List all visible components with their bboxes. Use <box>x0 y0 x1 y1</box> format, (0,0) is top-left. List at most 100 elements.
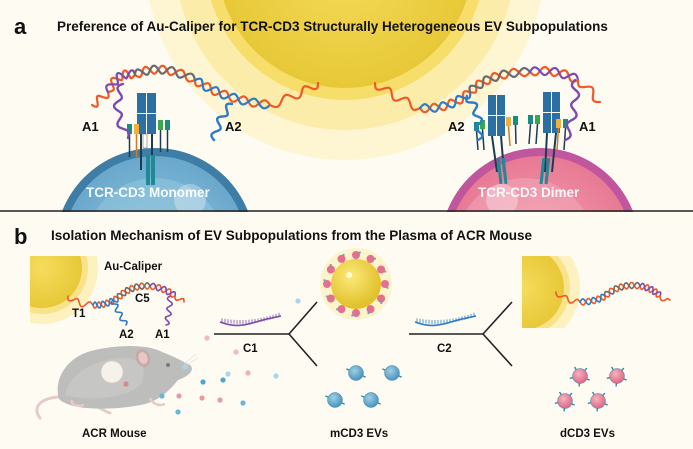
ev-body <box>590 393 606 409</box>
a2-duplex-right-strand-2 <box>418 90 472 113</box>
ev-body <box>557 393 573 409</box>
plasma-particle <box>199 395 205 401</box>
c2-backbone <box>414 315 477 327</box>
separation-branch-c1 <box>214 301 318 367</box>
captured-dcd3-ev <box>352 251 360 259</box>
released-a1-duplex-strand-2 <box>639 282 662 297</box>
label-c1: C1 <box>243 343 258 355</box>
aptamer-a2-left <box>210 102 234 142</box>
dcd3-ev <box>554 391 575 412</box>
tcr-cd3-receptor-monomer <box>127 93 170 185</box>
a1-duplex-right-strand-2 <box>528 66 580 82</box>
ev-receptor <box>351 314 354 317</box>
label-au-caliper: Au-Caliper <box>104 261 163 273</box>
a1-duplex-left-strand-1 <box>106 69 137 94</box>
c5-duplex-left-strand-2 <box>133 64 197 82</box>
plasma-particle <box>204 335 210 341</box>
released-tether <box>555 291 581 304</box>
plasma-particle <box>225 371 231 377</box>
c5-duplex-strand-1 <box>117 282 151 300</box>
gold-nanoparticle-large <box>149 0 541 160</box>
plasma-particle <box>182 364 188 370</box>
aptamer-a1 <box>164 295 173 326</box>
label-a1: A1 <box>155 329 170 341</box>
ev-receptor <box>342 253 345 256</box>
tether-right <box>373 81 422 111</box>
label-t1: T1 <box>72 308 86 320</box>
plasma-particle <box>273 373 279 379</box>
panel-a-title: Preference of Au-Caliper for TCR-CD3 Str… <box>57 19 608 34</box>
label-c5: C5 <box>135 293 150 305</box>
dcd3-ev <box>606 366 627 387</box>
tail <box>174 295 185 303</box>
dcd3-ev <box>569 366 590 387</box>
captured-dcd3-ev <box>326 294 335 303</box>
au-caliper-dna-strand <box>67 282 185 326</box>
label-dcd3-evs: dCD3 EVs <box>560 428 615 440</box>
panel-a-letter: a <box>14 14 27 39</box>
aptamer-a1-right <box>563 78 581 142</box>
c5-duplex-right-strand-1 <box>468 67 532 94</box>
tcr-cd3-receptor-dimer-right <box>528 92 568 185</box>
captured-dcd3-ev <box>377 265 386 274</box>
complementary-strand-c1 <box>219 312 282 327</box>
label-a1-right: A1 <box>579 119 596 134</box>
ev-receptor <box>329 263 332 267</box>
plasma-ev-particles <box>159 298 301 415</box>
captured-dcd3-ev <box>326 265 335 274</box>
plasma-particle <box>240 400 246 406</box>
a1-duplex-strand-2 <box>149 282 177 297</box>
ev-receptor <box>373 257 377 260</box>
plasma-particle <box>295 298 301 304</box>
label-a2-right: A2 <box>448 119 465 134</box>
ev-body <box>384 365 400 381</box>
ev-receptor <box>386 286 389 289</box>
plasma-particle <box>200 379 206 385</box>
label-mcd3-evs: mCD3 EVs <box>330 428 388 440</box>
released-dna-strand <box>555 281 671 306</box>
a2-duplex-strand-2 <box>92 297 119 309</box>
aptamer-a1-left <box>112 82 130 140</box>
ev-receptor <box>384 270 387 273</box>
tether-left <box>268 81 320 109</box>
label-tcr-cd3-dimer: TCR-CD3 Dimer <box>478 185 580 200</box>
label-a2: A2 <box>119 329 134 341</box>
plasma-particle <box>220 377 226 383</box>
captured-dcd3-ev <box>381 280 389 288</box>
ev-body <box>348 365 364 381</box>
dna-caliper-strands-panel-a <box>90 64 602 142</box>
mcd3-ev <box>325 392 345 408</box>
ev-receptor <box>335 308 339 311</box>
panel-a: A1 A2 A2 A1 TCR-CD3 Monomer TCR-CD3 Dime… <box>61 0 634 212</box>
captured-dcd3-ev <box>366 254 375 263</box>
separation-branch-c2 <box>409 301 513 367</box>
au-caliper-with-captured-evs <box>320 248 392 320</box>
ev-body <box>327 392 343 408</box>
c1-backbone <box>219 315 282 327</box>
captured-dcd3-ev <box>352 309 360 317</box>
released-a2-duplex-strand-2 <box>579 293 606 306</box>
dcd3-ev <box>587 391 608 412</box>
captured-dcd3-ev <box>337 254 346 263</box>
complementary-strand-c2 <box>414 312 477 327</box>
aptamer-a2-right <box>465 94 484 142</box>
label-c2: C2 <box>437 343 452 355</box>
acr-mouse-illustration <box>35 346 199 420</box>
plasma-particle <box>245 370 251 376</box>
tether-left-end <box>90 90 110 108</box>
mcd3-ev <box>361 392 381 408</box>
ev-receptor <box>323 279 326 282</box>
plasma-particle <box>233 349 239 355</box>
plasma-particle <box>217 397 223 403</box>
a2-duplex-left-strand-2 <box>193 77 272 110</box>
released-tail <box>659 295 671 302</box>
a1-duplex-strand-1 <box>149 284 176 298</box>
plasma-particle <box>176 393 182 399</box>
ev-receptor <box>358 251 361 254</box>
a1-duplex-right-strand-1 <box>528 65 580 83</box>
label-acr-mouse: ACR Mouse <box>82 428 147 440</box>
panel-b-title: Isolation Mechanism of EV Subpopulations… <box>51 228 533 243</box>
ev-receptor <box>380 301 383 305</box>
released-c5-duplex-strand-1 <box>604 281 641 298</box>
